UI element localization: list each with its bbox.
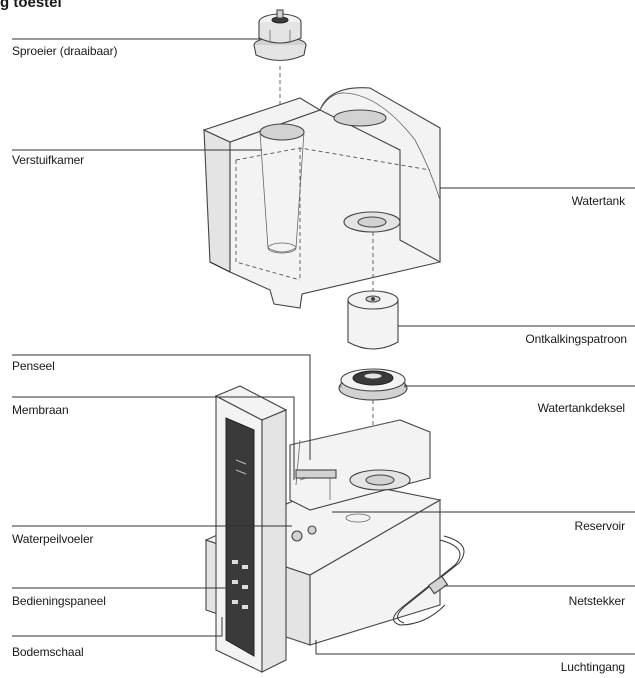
label-watertank: Watertank xyxy=(571,194,625,208)
label-verstuifkamer: Verstuifkamer xyxy=(12,153,85,167)
label-penseel: Penseel xyxy=(12,359,55,373)
label-luchtingang: Luchtingang xyxy=(560,660,625,674)
cartridge-part xyxy=(347,290,399,350)
label-watertankdeksel: Watertankdeksel xyxy=(537,401,626,415)
label-ontkalkingspatroon: Ontkalkingspatroon xyxy=(525,332,627,346)
label-membraan: Membraan xyxy=(12,403,69,417)
page-title: g toestel xyxy=(0,0,62,11)
label-netstekker: Netstekker xyxy=(568,594,625,608)
control-tower-part xyxy=(214,385,288,673)
leader-lines xyxy=(12,38,635,655)
label-reservoir: Reservoir xyxy=(574,519,626,533)
label-bodemschaal: Bodemschaal xyxy=(12,645,84,659)
label-sproeier: Sproeier (draaibaar) xyxy=(12,44,118,58)
label-bedieningspaneel: Bedieningspaneel xyxy=(12,594,106,608)
nozzle-part xyxy=(253,9,307,62)
power-cord-part xyxy=(393,535,465,626)
label-waterpeilvoeler: Waterpeilvoeler xyxy=(12,532,94,546)
tank-lid-part xyxy=(338,368,408,401)
water-tank-part xyxy=(202,87,441,309)
